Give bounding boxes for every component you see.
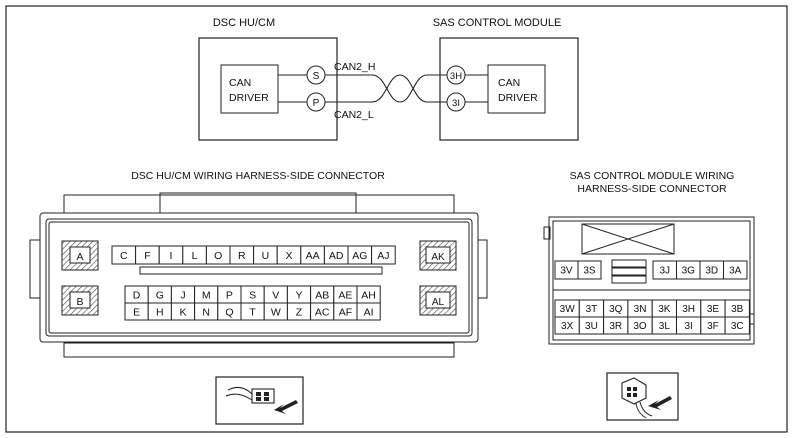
dsc-pin-label: V [272,289,279,301]
sas-pin-label: 3G [682,266,696,277]
wire-can2-l-label: CAN2_L [334,109,374,121]
dsc-pin-b-label: B [76,296,83,308]
dsc-pin-label: AE [338,289,352,301]
sas-module-title: SAS CONTROL MODULE [433,17,562,29]
dsc-pin-label: X [285,250,292,262]
dsc-pin-a-label: A [76,251,83,263]
sas-pin-label: 3B [731,304,744,315]
dsc-connector-drawing [29,192,488,358]
sas-pin-label: 3R [609,321,622,332]
sas-pin-label: 3F [707,321,719,332]
dsc-pin-label: Q [225,306,233,318]
wire-can2-h-label: CAN2_H [334,61,375,73]
dsc-pin-label: R [238,250,246,262]
dsc-pin-label: M [202,289,211,301]
dsc-pin-label: AG [352,250,367,262]
sas-pin-label: 3L [659,321,671,332]
sas-module-box [439,37,579,141]
dsc-pin-label: W [271,306,281,318]
sas-pin-label: 3H [682,304,695,315]
sas-pin-label: 3I [684,321,692,332]
sas-pin-label: 3D [705,266,718,277]
sas-pin-3h-label: 3H [450,71,462,82]
dsc-pin-label: AC [315,306,330,318]
dsc-pin-label: AF [339,306,352,318]
dsc-pin-cell [371,245,396,265]
sas-pin-cell [723,260,748,280]
dsc-pin-label: F [144,250,150,262]
twisted-pair-wires [325,74,447,103]
sas-pin-label: 3A [729,266,742,277]
dsc-pin-label: H [156,306,164,318]
dsc-pin-label: I [170,250,173,262]
dsc-can-driver-label: CAN [229,77,251,89]
dsc-pin-label: U [262,250,270,262]
sas-pin-label: 3W [560,304,576,315]
dsc-module-title: DSC HU/CM [213,17,275,29]
sas-pin-label: 3V [560,266,573,277]
outer-frame [5,5,788,433]
sas-pin-label: 3U [585,321,598,332]
dsc-pin-ak-label: AK [431,252,445,263]
dsc-pin-label: O [214,250,222,262]
dsc-pin-label: K [179,306,186,318]
dsc-pin-label: AB [315,289,329,301]
sas-pin-cell [577,260,602,280]
dsc-pin-label: AD [329,250,344,262]
dsc-pin-label: P [226,289,233,301]
sas-pin-label: 3O [633,321,647,332]
sas-pin-label: 3X [561,321,574,332]
dsc-pin-label: G [156,289,164,301]
dsc-pin-p-label: P [313,98,320,109]
dsc-pin-grid: C F I L O R U X AA AD AG AJ D G J M P S V Y AB AE AH E H K N Q T W Z AC… [111,245,396,321]
connector-view-left-icon [215,376,304,425]
dsc-pin-label: AJ [377,250,389,262]
dsc-can-driver-box [220,64,279,114]
dsc-pin-label: Z [296,306,303,318]
dsc-pin-label: AH [361,289,376,301]
sas-pin-grid: 3V 3S 3J 3G 3D 3A 3W 3T 3Q 3N 3K 3H 3E 3B 3X 3U 3R 3O 3L 3I… [554,260,750,335]
sas-pin-cell [724,316,750,335]
sas-pin-label: 3C [731,321,744,332]
dsc-pin-label: Y [295,289,302,301]
dsc-pin-label: N [202,306,210,318]
sas-pin-3i-label: 3I [452,98,460,109]
dsc-connector-title: DSC HU/CM WIRING HARNESS-SIDE CONNECTOR [131,170,385,182]
sas-pin-label: 3E [707,304,720,315]
dsc-pin-label: E [133,306,140,318]
sas-can-driver-label-2: DRIVER [498,92,538,104]
sas-pin-label: 3J [659,266,670,277]
module-schematic: DSC HU/CM SAS CONTROL MODULE CAN DRIVER … [198,17,579,141]
dsc-pin-label: S [249,289,256,301]
dsc-module-box [198,37,338,141]
dsc-pin-label: L [192,250,198,262]
sas-pin-label: 3Q [609,304,623,315]
connector-view-right-icon [606,372,679,421]
dsc-pin-label: AI [364,306,374,318]
sas-can-driver-box [487,64,546,114]
dsc-pin-s-label: S [313,71,320,82]
dsc-pin-label: D [133,289,141,301]
dsc-can-driver-label-2: DRIVER [229,92,269,104]
sas-can-driver-label: CAN [498,77,520,89]
sas-pin-label: 3N [634,304,647,315]
dsc-pin-al-label: AL [432,297,445,308]
dsc-pin-label: J [180,289,185,301]
dsc-pin-label: T [249,306,256,318]
sas-connector-title-2: HARNESS-SIDE CONNECTOR [577,183,727,195]
sas-pin-label: 3T [586,304,598,315]
sas-connector-title: SAS CONTROL MODULE WIRING [570,170,735,182]
dsc-pin-cell [356,302,381,321]
sas-pin-label: 3K [658,304,671,315]
dsc-pin-label: AA [306,250,320,262]
sas-pin-label: 3S [583,266,596,277]
dsc-pin-label: C [120,250,128,262]
